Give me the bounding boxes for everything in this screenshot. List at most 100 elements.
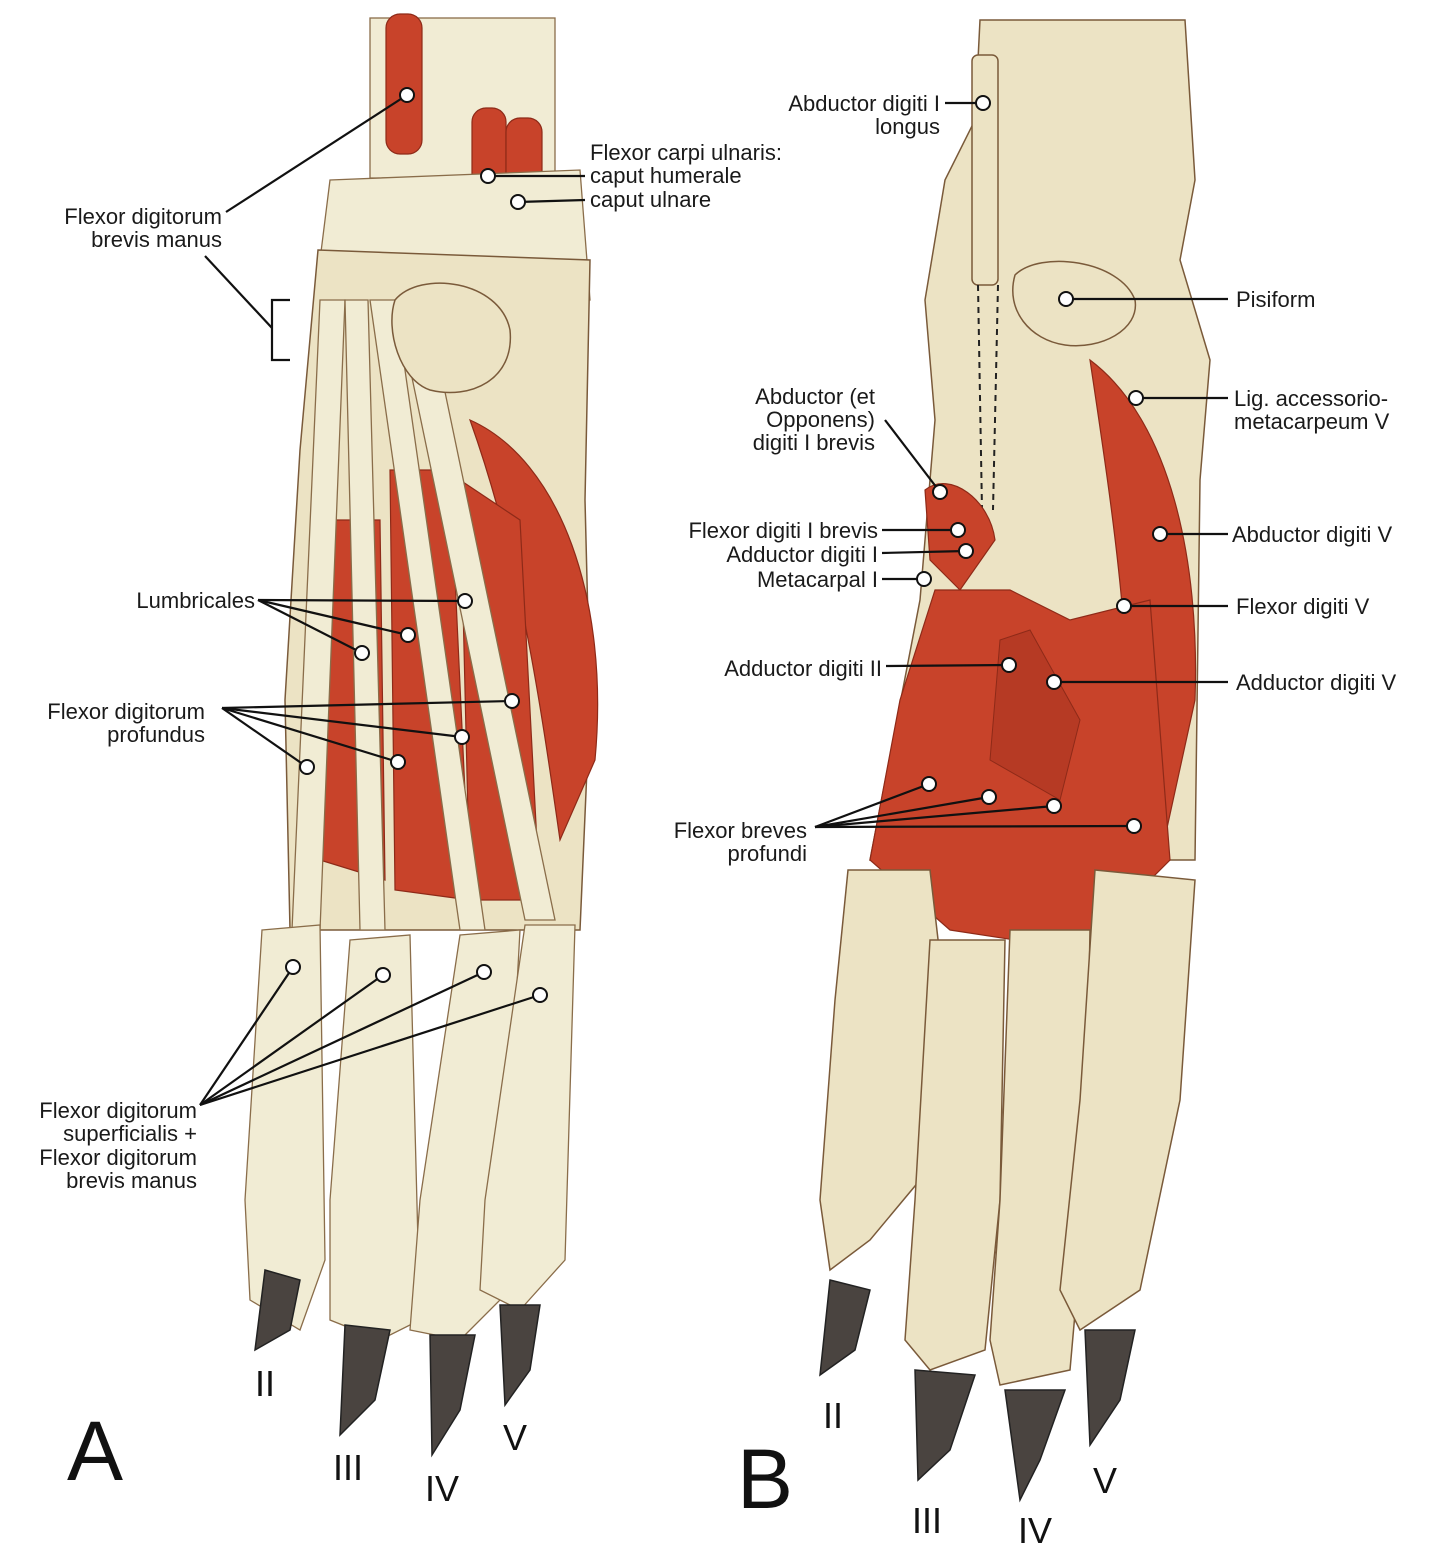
label-point: [958, 543, 974, 559]
leader-line: [814, 804, 1055, 829]
label-point: [1046, 674, 1062, 690]
tendon-dashed-path: [977, 284, 983, 511]
digit-ii-a: [244, 924, 326, 1331]
panel-label-b: B: [737, 1432, 793, 1526]
leader-line: [517, 198, 586, 204]
label-fdib: Flexor digiti I brevis: [688, 518, 966, 543]
paw-b-illustration: [819, 19, 1211, 1503]
label-fds: Flexor digitorum superficialis + Flexor …: [39, 959, 548, 1193]
label-addv: Adductor digiti V: [1046, 670, 1397, 695]
label-point: [504, 693, 520, 709]
digit-label-ii-a: II: [255, 1363, 275, 1404]
label-text: Flexor digiti I brevis: [688, 518, 878, 543]
label-point: [975, 95, 991, 111]
digit-label-ii-b: II: [823, 1395, 843, 1436]
label-text: Lumbricales: [136, 588, 255, 613]
pisiform-b: [1012, 260, 1137, 347]
label-fbp: Flexor breves profundi: [674, 776, 1142, 866]
label-point: [1116, 598, 1132, 614]
digit-iii-b: [904, 939, 1006, 1371]
label-text: Flexor digitorum: [39, 1145, 197, 1170]
digit-label-v-a: V: [503, 1417, 527, 1458]
leader-line: [199, 974, 384, 1106]
label-point: [916, 571, 932, 587]
leader-line: [221, 706, 399, 764]
claw-iv-a: [429, 1334, 476, 1458]
label-text: metacarpeum V: [1234, 409, 1390, 434]
label-lumbricales: Lumbricales: [136, 588, 473, 661]
label-point: [1152, 526, 1168, 542]
label-text: Flexor digiti V: [1236, 594, 1370, 619]
fdbm-muscle: [385, 13, 423, 155]
label-point: [390, 754, 406, 770]
label-fcu: Flexor carpi ulnaris: caput humerale cap…: [480, 140, 782, 212]
label-lig-accessorio: Lig. accessorio- metacarpeum V: [1128, 386, 1390, 434]
claw-iii-a: [339, 1324, 391, 1437]
label-text: profundus: [107, 722, 205, 747]
label-point: [480, 168, 496, 184]
label-point: [457, 593, 473, 609]
label-text: Flexor digitorum: [47, 699, 205, 724]
label-text: Flexor digitorum: [39, 1098, 197, 1123]
label-text: brevis manus: [66, 1168, 197, 1193]
label-point: [981, 789, 997, 805]
label-adi: Adductor digiti I: [726, 542, 974, 567]
label-fdbm: Flexor digitorum brevis manus: [64, 87, 415, 362]
label-adii: Adductor digiti II: [724, 656, 1017, 681]
label-point: [532, 987, 548, 1003]
abductor-digiti-i-longus-tendon: [971, 54, 999, 286]
label-text: Flexor carpi ulnaris:: [590, 140, 782, 165]
label-point: [932, 484, 948, 500]
label-text: profundi: [727, 841, 807, 866]
label-point: [1128, 390, 1144, 406]
label-text: Lig. accessorio-: [1234, 386, 1388, 411]
digit-label-iv-b: IV: [1018, 1510, 1052, 1551]
leader-line: [884, 419, 941, 493]
label-pisiform: Pisiform: [1058, 287, 1315, 312]
leader-line: [204, 255, 273, 329]
label-point: [299, 759, 315, 775]
label-text: Pisiform: [1236, 287, 1315, 312]
label-text: Abductor (et: [755, 384, 875, 409]
label-point: [400, 627, 416, 643]
label-point: [510, 194, 526, 210]
label-point: [454, 729, 470, 745]
digit-iii-a: [329, 934, 421, 1341]
label-point: [375, 967, 391, 983]
leader-line: [814, 824, 1135, 829]
label-text: caput humerale: [590, 163, 742, 188]
label-point: [950, 522, 966, 538]
claw-v-a: [499, 1304, 541, 1408]
claw-ii-a: [254, 1269, 301, 1352]
label-point: [1058, 291, 1074, 307]
label-abdv: Abductor digiti V: [1152, 522, 1393, 547]
leader-line: [257, 599, 363, 654]
label-aodib: Abductor (et Opponens) digiti I brevis: [753, 384, 948, 500]
claw-ii-b: [819, 1279, 871, 1377]
label-point: [285, 959, 301, 975]
digit-label-iii-b: III: [912, 1500, 942, 1541]
leader-line: [225, 94, 408, 213]
tendon-dashed-path: [992, 284, 999, 511]
label-text: Flexor digitorum: [64, 204, 222, 229]
claw-iii-b: [914, 1369, 977, 1482]
label-adil: Abductor digiti I longus: [788, 91, 991, 139]
leader-line: [881, 549, 967, 555]
bracket: [270, 298, 290, 362]
label-text: Metacarpal I: [757, 567, 878, 592]
claw-iv-b: [1004, 1389, 1067, 1503]
label-text: longus: [875, 114, 940, 139]
label-point: [476, 964, 492, 980]
label-text: digiti I brevis: [753, 430, 875, 455]
leader-line: [221, 706, 463, 739]
label-text: Opponens): [766, 407, 875, 432]
label-point: [1126, 818, 1142, 834]
leader-line: [814, 782, 930, 829]
label-point: [921, 776, 937, 792]
panel-label-a: A: [67, 1404, 123, 1498]
leader-line: [221, 699, 513, 710]
fdp-tendon: [344, 299, 386, 931]
label-point: [354, 645, 370, 661]
paw-a-illustration: [244, 13, 599, 1458]
